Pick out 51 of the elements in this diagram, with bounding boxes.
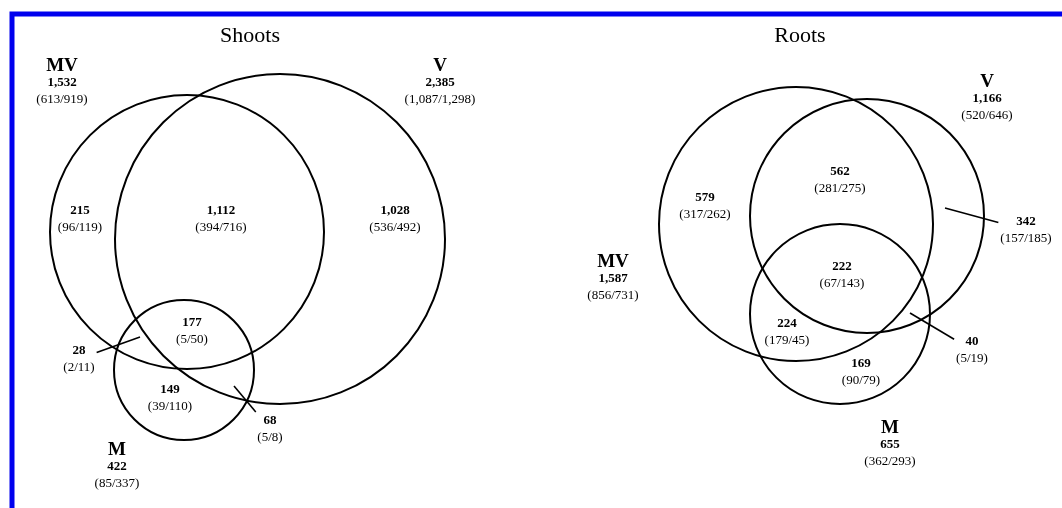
region-ratio: (96/119) [57, 220, 103, 235]
region-ratio: (281/275) [814, 181, 866, 196]
region-ratio: (536/492) [369, 220, 421, 235]
set-ratio: (1,087/1,298) [404, 92, 476, 107]
leader-line [95, 336, 141, 354]
region-ratio: (2/11) [63, 360, 95, 375]
region-count: 222 [832, 259, 852, 274]
region-count: 28 [72, 343, 86, 358]
region-ratio: (5/8) [257, 430, 283, 445]
set-ratio: (85/337) [94, 476, 140, 491]
set-name: MV [46, 54, 78, 76]
panel-title: Roots [774, 22, 826, 48]
set-name: MV [597, 250, 629, 272]
leader-line [944, 207, 1000, 224]
set-count: 1,532 [47, 75, 77, 90]
region-ratio: (179/45) [764, 333, 810, 348]
region-ratio: (67/143) [819, 276, 865, 291]
region-ratio: (90/79) [841, 373, 881, 388]
region-count: 562 [830, 164, 850, 179]
set-ratio: (362/293) [864, 454, 916, 469]
region-count: 177 [182, 315, 202, 330]
region-ratio: (394/716) [195, 220, 247, 235]
set-ratio: (520/646) [961, 108, 1013, 123]
set-count: 2,385 [425, 75, 455, 90]
region-count: 1,112 [206, 203, 236, 218]
panel-title: Shoots [220, 22, 280, 48]
region-ratio: (39/110) [147, 399, 193, 414]
region-ratio: (5/19) [956, 351, 988, 366]
set-name: V [433, 54, 447, 76]
set-count: 1,166 [972, 91, 1002, 106]
region-ratio: (317/262) [679, 207, 731, 222]
region-ratio: (5/50) [176, 332, 208, 347]
set-count: 655 [880, 437, 900, 452]
region-count: 68 [263, 413, 277, 428]
region-count: 215 [70, 203, 90, 218]
set-name: M [881, 416, 899, 438]
set-ratio: (613/919) [36, 92, 88, 107]
region-count: 1,028 [380, 203, 410, 218]
set-ratio: (856/731) [587, 288, 639, 303]
region-ratio: (157/185) [1000, 231, 1052, 246]
leader-line [909, 312, 955, 341]
region-count: 224 [777, 316, 797, 331]
set-name: M [108, 438, 126, 460]
region-count: 40 [965, 334, 979, 349]
region-count: 169 [851, 356, 871, 371]
region-count: 579 [695, 190, 715, 205]
set-count: 422 [107, 459, 127, 474]
region-count: 149 [160, 382, 180, 397]
set-count: 1,587 [598, 271, 628, 286]
set-name: V [980, 70, 994, 92]
region-count: 342 [1016, 214, 1036, 229]
